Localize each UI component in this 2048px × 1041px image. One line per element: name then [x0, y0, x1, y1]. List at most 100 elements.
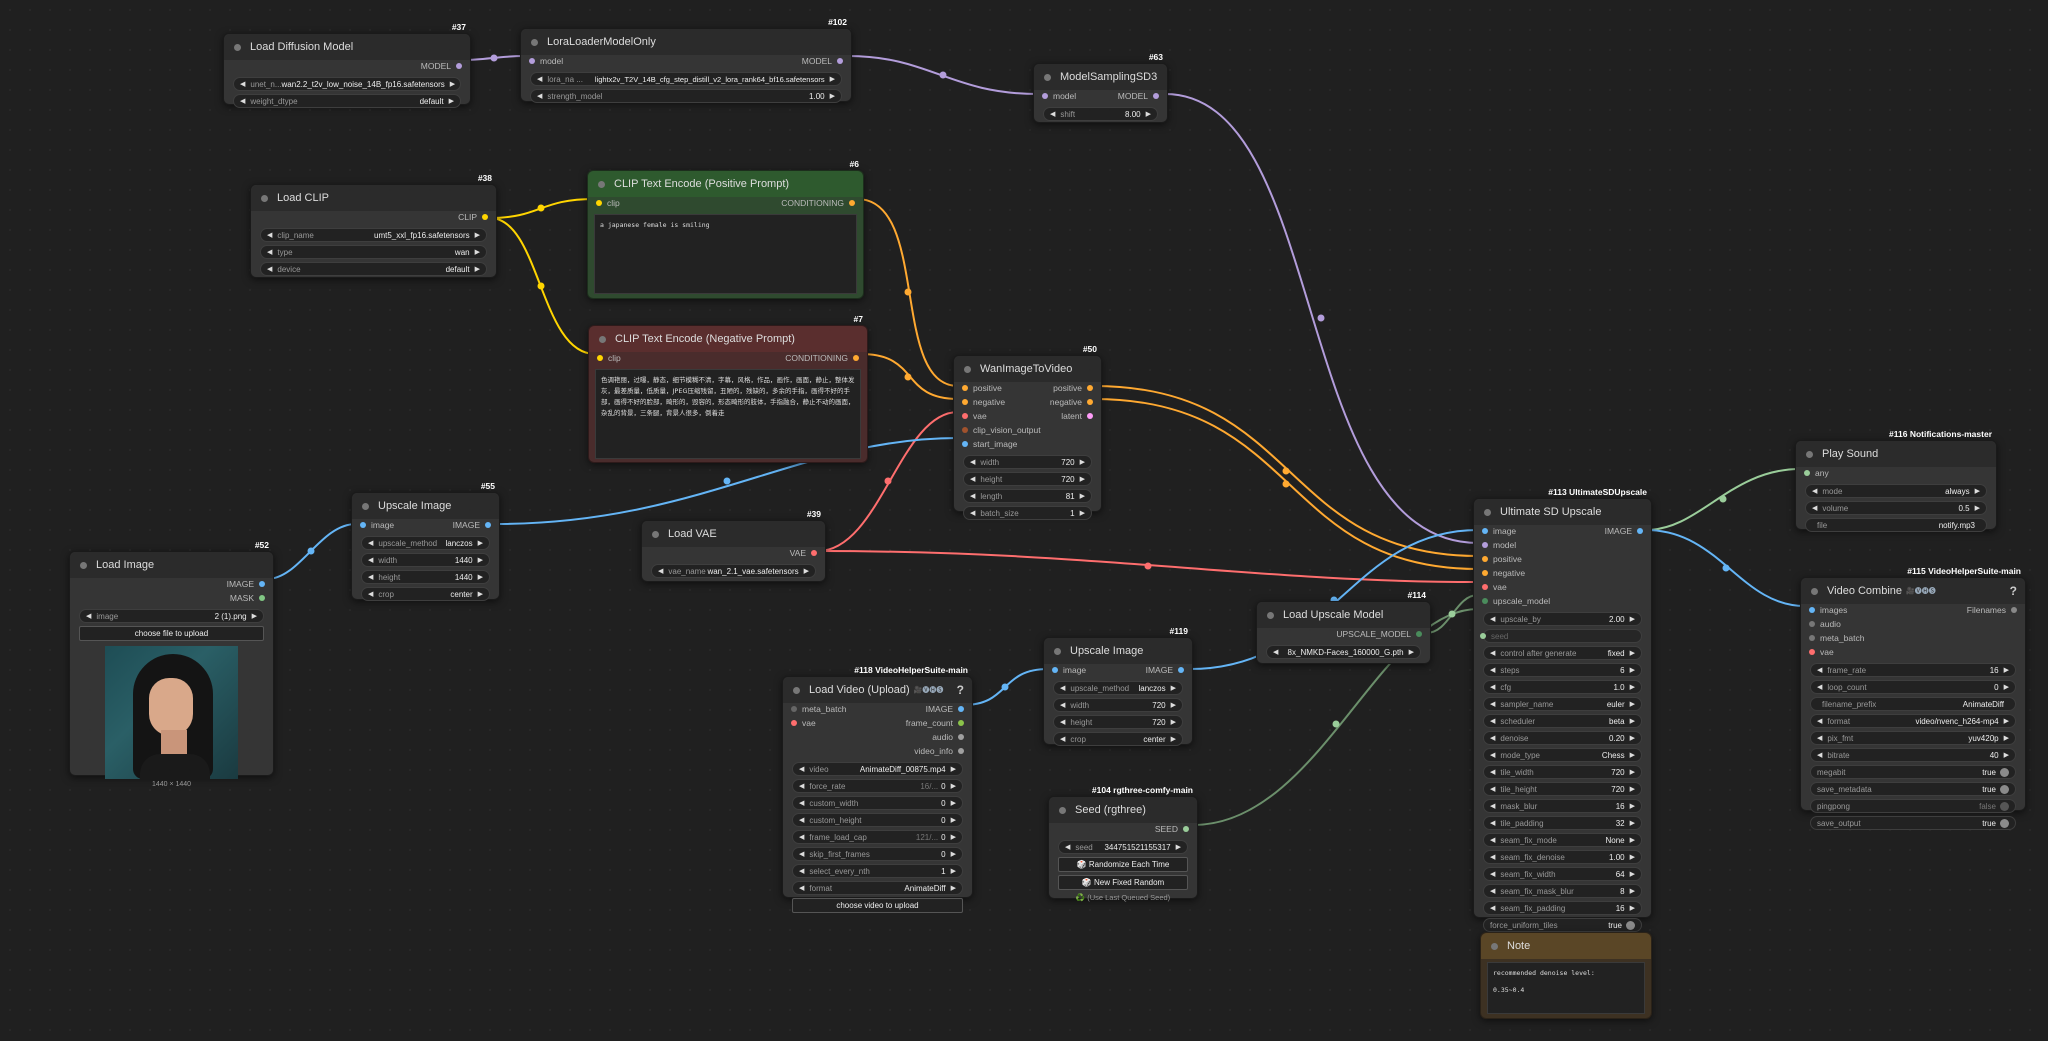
collapse-dot-icon[interactable] — [234, 43, 241, 51]
node-title[interactable]: CLIP Text Encode (Negative Prompt) — [589, 326, 867, 352]
node-title[interactable]: Seed (rgthree) — [1049, 797, 1197, 823]
output-positive[interactable]: positive — [1053, 383, 1093, 393]
node-title[interactable]: LoraLoaderModelOnly — [521, 29, 851, 55]
seed-rgthree-node[interactable]: #104 rgthree-comfy-main Seed (rgthree) S… — [1048, 785, 1198, 902]
input-image[interactable]: image — [1052, 665, 1086, 675]
note-node[interactable]: Note recommended denoise level: 0.35~0.4 — [1480, 932, 1652, 1019]
collapse-dot-icon[interactable] — [1811, 587, 1818, 595]
collapse-dot-icon[interactable] — [652, 530, 659, 538]
input-image[interactable]: image — [1482, 526, 1516, 536]
help-icon[interactable]: ? — [2009, 584, 2017, 598]
collapse-dot-icon[interactable] — [1054, 647, 1061, 655]
output-frame-count[interactable]: frame_count — [906, 718, 964, 728]
output-upscale-model[interactable]: UPSCALE_MODEL — [1336, 629, 1422, 639]
unet-name-widget[interactable]: ◀unet_n...wan2.2_t2v_low_noise_14B_fp16.… — [233, 77, 461, 91]
note-textarea[interactable]: recommended denoise level: 0.35~0.4 — [1487, 962, 1645, 1014]
node-title[interactable]: CLIP Text Encode (Positive Prompt) — [588, 171, 863, 197]
input-vae[interactable]: vae — [1809, 647, 1834, 657]
collapse-dot-icon[interactable] — [1491, 942, 1498, 950]
node-title[interactable]: Ultimate SD Upscale — [1474, 499, 1651, 525]
node-title[interactable]: Upscale Image — [1044, 638, 1192, 664]
input-meta-batch[interactable]: meta_batch — [1809, 633, 1864, 643]
output-image[interactable]: IMAGE — [1146, 665, 1184, 675]
randomize-each-time-button[interactable]: 🎲 Randomize Each Time — [1058, 857, 1188, 872]
collapse-dot-icon[interactable] — [599, 335, 606, 343]
node-title[interactable]: ModelSamplingSD3 — [1034, 64, 1167, 90]
input-clip[interactable]: clip — [596, 198, 620, 208]
output-model[interactable]: MODEL — [802, 56, 843, 66]
output-conditioning[interactable]: CONDITIONING — [785, 353, 859, 363]
input-upscale-model[interactable]: upscale_model — [1482, 596, 1550, 606]
seed-widget[interactable]: seed — [1480, 629, 1642, 643]
load-upscale-model-node[interactable]: #114 Load Upscale Model UPSCALE_MODEL ◀8… — [1256, 590, 1431, 664]
input-model[interactable]: model — [1482, 540, 1516, 550]
model-name-widget[interactable]: ◀8x_NMKD-Faces_160000_G.pth▶ — [1266, 645, 1421, 659]
collapse-dot-icon[interactable] — [1484, 508, 1491, 516]
output-image[interactable]: IMAGE — [227, 579, 265, 589]
choose-video-button[interactable]: choose video to upload — [792, 898, 963, 913]
input-positive[interactable]: positive — [1482, 554, 1522, 564]
collapse-dot-icon[interactable] — [362, 502, 369, 510]
input-clip-vision-output[interactable]: clip_vision_output — [962, 425, 1041, 435]
input-audio[interactable]: audio — [1809, 619, 1841, 629]
node-title[interactable]: Note — [1481, 933, 1651, 959]
load-diffusion-model-node[interactable]: #37 Load Diffusion Model MODEL ◀unet_n..… — [223, 22, 471, 108]
collapse-dot-icon[interactable] — [531, 38, 538, 46]
input-model[interactable]: model — [1042, 91, 1076, 101]
load-video-upload-node[interactable]: #118 VideoHelperSuite-main Load Video (U… — [782, 665, 973, 913]
play-sound-node[interactable]: #116 Notifications-master Play Sound any… — [1795, 429, 1997, 532]
node-title[interactable]: Load CLIP — [251, 185, 496, 211]
collapse-dot-icon[interactable] — [1044, 73, 1051, 81]
input-meta-batch[interactable]: meta_batch — [791, 704, 846, 714]
collapse-dot-icon[interactable] — [598, 180, 605, 188]
input-negative[interactable]: negative — [1482, 568, 1525, 578]
output-audio[interactable]: audio — [932, 732, 964, 742]
node-title[interactable]: Upscale Image — [352, 493, 499, 519]
input-start-image[interactable]: start_image — [962, 439, 1017, 449]
collapse-dot-icon[interactable] — [261, 194, 268, 202]
node-title[interactable]: Load Image — [70, 552, 273, 578]
output-video-info[interactable]: video_info — [914, 746, 964, 756]
output-mask[interactable]: MASK — [230, 593, 265, 603]
new-fixed-random-button[interactable]: 🎲 New Fixed Random — [1058, 875, 1188, 890]
input-images[interactable]: images — [1809, 605, 1847, 615]
